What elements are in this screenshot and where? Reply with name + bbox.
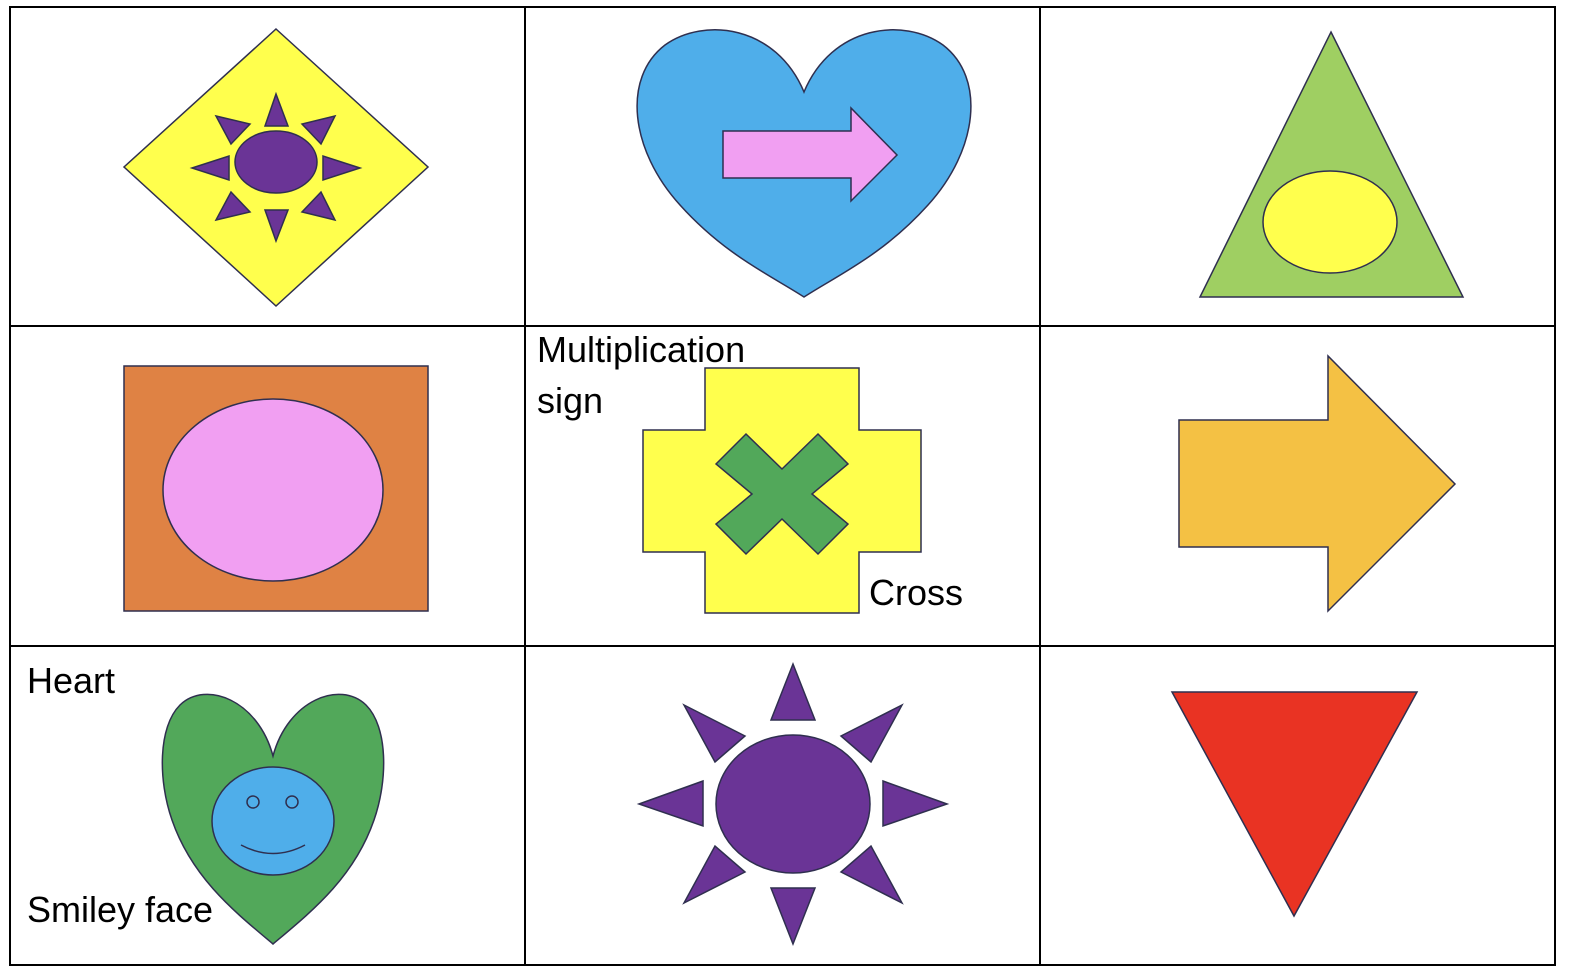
cross-label: Cross [869, 572, 963, 613]
cell-cross-multiplication [642, 367, 922, 614]
smiley-face-label: Smiley face [27, 889, 213, 930]
sun-ray [300, 190, 337, 222]
smiley-eye-right [285, 795, 299, 809]
grid-lines [9, 6, 1556, 966]
sun-ray [322, 154, 363, 182]
smiley-mouth [240, 844, 306, 855]
heart-label: Heart [27, 660, 115, 701]
sun-shape [189, 91, 363, 244]
sun-ray [189, 154, 230, 182]
smiley-face [211, 766, 335, 876]
inverted-triangle-shape [1170, 691, 1419, 918]
sun-ray [214, 114, 252, 146]
sun-ray [214, 190, 252, 222]
grid-border [9, 6, 1556, 966]
smiley-eye-left [246, 795, 260, 809]
ellipse-shape [162, 398, 384, 582]
smiley-face-shape [211, 766, 335, 876]
sun-shape [636, 661, 950, 947]
cell-diamond-sun [122, 27, 430, 308]
cell-rectangle-ellipse [123, 365, 429, 612]
cell-sun [636, 661, 950, 947]
sun-ray [769, 661, 817, 721]
sun-ray [300, 114, 337, 146]
sun-ray [263, 209, 290, 244]
ellipse-shape [1262, 170, 1398, 274]
cell-heart-smiley [161, 693, 385, 945]
multiplication-sign-label-line2: sign [537, 380, 603, 421]
multiplication-sign-label-line1: Multiplication [537, 329, 745, 370]
sun-center [234, 130, 318, 194]
sun-ray [682, 844, 747, 905]
sun-center [715, 734, 871, 874]
right-arrow-shape [1178, 354, 1457, 613]
sun-ray [769, 887, 817, 947]
sun-ray [839, 844, 904, 905]
sun-ray [839, 703, 904, 764]
cell-triangle-ellipse [1198, 30, 1465, 298]
cell-heart-arrow [636, 29, 972, 298]
sun-ray [882, 779, 950, 828]
multiplication-sign-shape [714, 432, 850, 556]
sun-ray [636, 779, 704, 828]
cell-inverted-triangle [1170, 691, 1419, 918]
sun-ray [263, 91, 290, 127]
sun-ray [682, 703, 747, 764]
cell-right-arrow [1178, 354, 1457, 613]
right-arrow-shape [722, 106, 899, 203]
